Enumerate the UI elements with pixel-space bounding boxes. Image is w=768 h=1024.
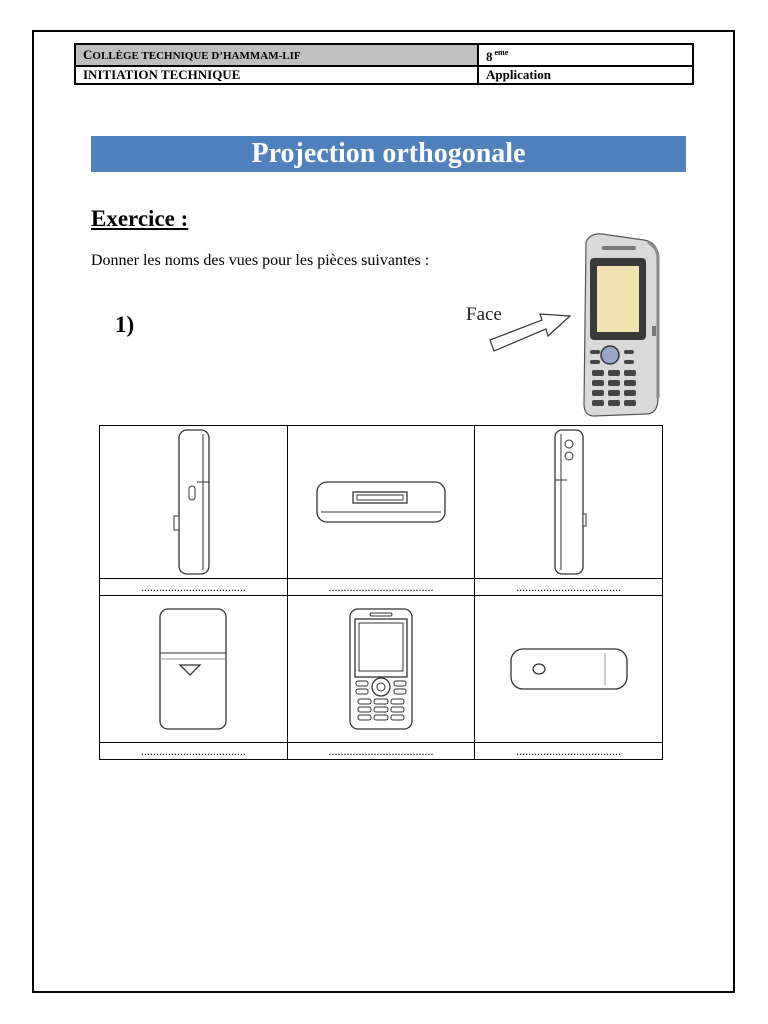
question-number: 1)	[115, 312, 135, 337]
answer-line-4[interactable]: ...................................	[99, 742, 288, 760]
school-name: COLLÈGE TECHNIQUE D’HAMMAM-LIF	[74, 43, 479, 67]
answer-line-2[interactable]: ...................................	[286, 578, 476, 596]
view-cell-2	[286, 425, 476, 579]
view-cell-3	[474, 425, 663, 579]
phone-front-view-icon	[349, 608, 413, 730]
view-cell-5	[286, 595, 476, 743]
document-type: Application	[477, 65, 694, 85]
exercise-heading: Exercice :	[91, 206, 189, 231]
answer-line-3[interactable]: ...................................	[474, 578, 663, 596]
phone-3d-icon	[583, 233, 660, 417]
view-cell-4	[99, 595, 288, 743]
phone-side-view-left-icon	[173, 429, 210, 575]
view-cell-6	[474, 595, 663, 743]
phone-back-view-icon	[159, 608, 227, 730]
answer-line-5[interactable]: ...................................	[286, 742, 476, 760]
exercise-instruction: Donner les noms des vues pour les pièces…	[91, 252, 430, 269]
phone-side-view-right-icon	[554, 429, 587, 575]
phone-3d-illustration: Face	[466, 233, 660, 417]
phone-top-view-icon	[316, 481, 446, 523]
answer-line-1[interactable]: ...................................	[99, 578, 288, 596]
subject-name: INITIATION TECHNIQUE	[74, 65, 479, 85]
page-border	[32, 30, 735, 993]
page-title: Projection orthogonale	[91, 136, 686, 172]
face-label: Face	[466, 304, 502, 325]
phone-bottom-view-icon	[510, 648, 628, 690]
views-answer-table: ................................... ....…	[99, 425, 663, 760]
face-arrow-icon	[489, 313, 572, 352]
view-cell-1	[99, 425, 288, 579]
answer-line-6[interactable]: ...................................	[474, 742, 663, 760]
